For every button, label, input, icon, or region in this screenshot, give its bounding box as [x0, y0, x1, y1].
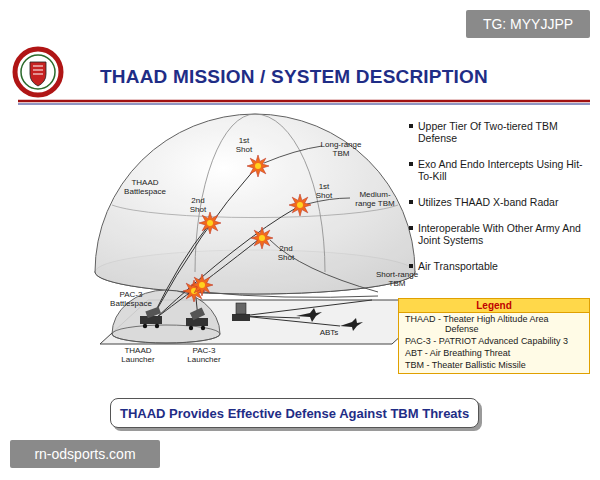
- shot-label: 2nd Shot: [186, 196, 210, 214]
- bullet-marker: [409, 162, 413, 166]
- battlespace-label: PAC-3 Battlespace: [104, 290, 158, 308]
- title-rule: [18, 104, 590, 105]
- bullet-marker: [409, 226, 413, 230]
- legend-heading: Legend: [399, 299, 589, 313]
- logo: [15, 49, 61, 95]
- bullet-text: Interoperable With Other Army And Joint …: [418, 222, 590, 246]
- slide-title: THAAD MISSION / SYSTEM DESCRIPTION: [100, 66, 488, 88]
- intercept-burst: [183, 155, 311, 302]
- legend-entry: ABT - Air Breathing Threat: [399, 347, 589, 359]
- legend-entry: TBM - Theater Ballistic Missile: [399, 359, 589, 373]
- launcher-label: PAC-3 Launcher: [184, 346, 224, 364]
- abt-aircraft: [296, 308, 363, 331]
- watermark: rn-odsports.com: [10, 440, 160, 468]
- threat-label: Long-range TBM: [318, 140, 364, 158]
- threat-label: Medium-range TBM: [352, 190, 398, 208]
- bullet-marker: [409, 124, 413, 268]
- legend-box: LegendTHAAD - Theater High Altitude Area…: [398, 298, 590, 374]
- bullet-marker: [409, 200, 413, 204]
- threat-label: ABTs: [316, 328, 342, 337]
- interceptor-path: [152, 170, 372, 326]
- shot-label: 1st Shot: [312, 182, 336, 200]
- caption-box: THAAD Provides Effective Defense Against…: [110, 398, 479, 428]
- title-rule: [18, 100, 590, 103]
- shot-label: 2nd Shot: [274, 244, 298, 262]
- caption-text: THAAD Provides Effective Defense Against…: [120, 406, 469, 421]
- legend-entry: PAC-3 - PATRIOT Advanced Capability 3: [399, 335, 589, 347]
- launcher: [140, 307, 208, 330]
- radar: [232, 303, 250, 321]
- legend-entry: THAAD - Theater High Altitude Area Defen…: [399, 313, 589, 335]
- battlespace-label: THAAD Battlespace: [114, 178, 176, 196]
- tbm-trajectory: [202, 146, 378, 297]
- bullet-text: Utilizes THAAD X-band Radar: [418, 196, 590, 208]
- bullet-text: Air Transportable: [418, 260, 590, 272]
- launcher-label: THAAD Launcher: [118, 346, 158, 364]
- bullet-marker: [409, 124, 413, 128]
- bullet-marker: [409, 264, 413, 268]
- bullet-text: Upper Tier Of Two-tiered TBM Defense: [418, 120, 590, 144]
- bullet-text: Exo And Endo Intercepts Using Hit-To-Kil…: [418, 158, 590, 182]
- watermark: TG: MYYJJPP: [466, 10, 590, 38]
- shot-label: 1st Shot: [232, 136, 256, 154]
- threat-label: Short-range TBM: [372, 270, 422, 288]
- thaad-dome: [95, 114, 415, 294]
